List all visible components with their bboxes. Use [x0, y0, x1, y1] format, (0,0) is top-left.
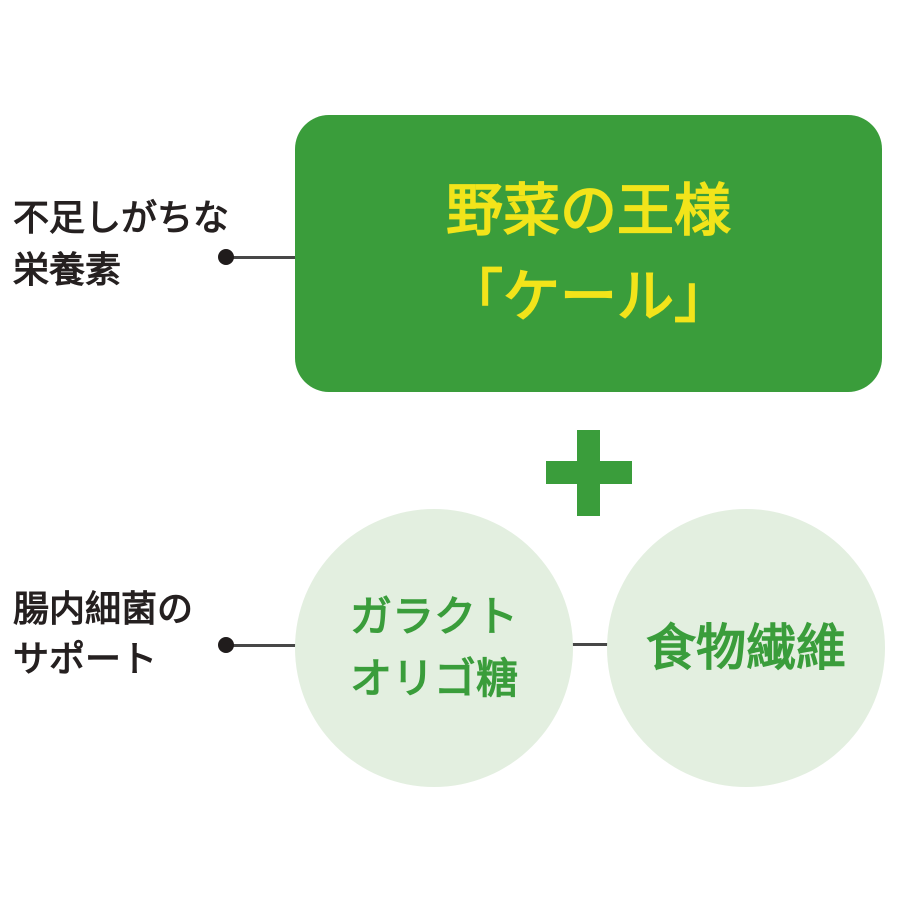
circle-dietary-fiber: 食物繊維 [607, 509, 885, 787]
connector-line-between-circles [568, 643, 612, 646]
kale-box-title-line2: 「ケール」 [446, 264, 731, 329]
circle-galacto-line1: ガラクト [349, 593, 518, 640]
label-lacking-nutrients: 不足しがちな 栄養素 [13, 192, 229, 296]
circle-galacto-line2: オリゴ糖 [349, 655, 518, 702]
label-lacking-nutrients-line1: 不足しがちな [13, 197, 230, 238]
connector-line-bottom [226, 644, 298, 647]
label-gut-bacteria-support: 腸内細菌の サポート [13, 584, 193, 684]
kale-box: 野菜の王様 「ケール」 [295, 115, 882, 392]
label-lacking-nutrients-line2: 栄養素 [13, 249, 122, 290]
connector-dot-bottom [218, 637, 234, 653]
kale-box-title-line1: 野菜の王様 [446, 178, 731, 243]
label-gut-bacteria-support-line1: 腸内細菌の [13, 588, 194, 629]
connector-dot-top [218, 249, 234, 265]
circle-dietary-fiber-line1: 食物繊維 [646, 620, 846, 676]
label-gut-bacteria-support-line2: サポート [13, 638, 158, 679]
plus-icon [546, 430, 632, 516]
circle-galacto-oligosaccharide: ガラクト オリゴ糖 [295, 509, 573, 787]
connector-line-top [226, 256, 298, 259]
plus-icon-vertical-bar [577, 430, 600, 516]
